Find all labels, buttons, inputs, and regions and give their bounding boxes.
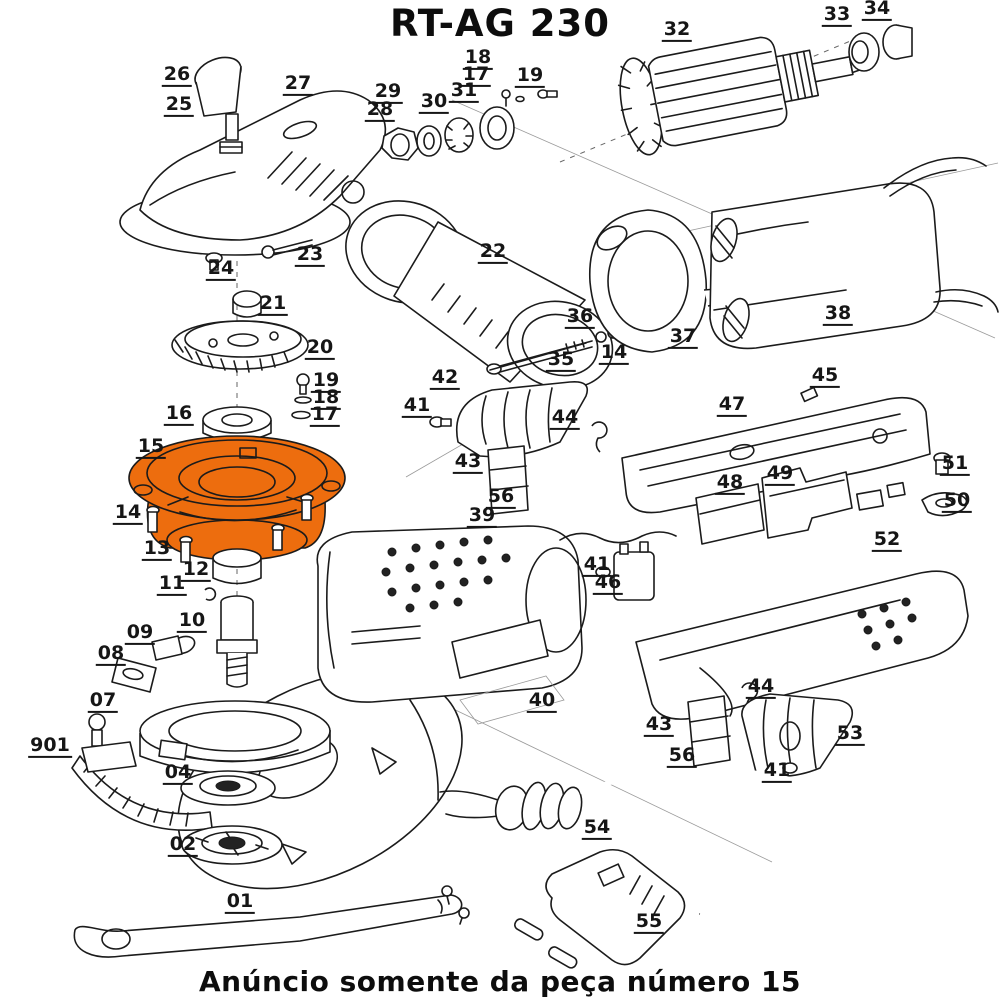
pinion-set bbox=[381, 89, 558, 161]
motor-housing-39 bbox=[316, 525, 587, 703]
long-bolt-35 bbox=[489, 342, 587, 371]
rear-housing-lower-52 bbox=[635, 570, 969, 720]
spacer-21 bbox=[232, 290, 262, 318]
spanner-wrench bbox=[73, 885, 470, 958]
latch-parts bbox=[111, 635, 196, 693]
lock-knob bbox=[194, 56, 243, 154]
sleeve-34 bbox=[882, 24, 913, 60]
head-screws bbox=[205, 239, 313, 271]
label-plate-40 bbox=[459, 675, 565, 725]
gear-teeth bbox=[174, 339, 289, 373]
side-handle bbox=[345, 200, 619, 390]
page-caption: Anúncio somente da peça número 15 bbox=[198, 965, 802, 998]
power-cord bbox=[439, 768, 866, 969]
rear-housing-upper-47 bbox=[621, 386, 931, 514]
crown-gear bbox=[171, 320, 309, 373]
brush-cover-42 bbox=[429, 380, 608, 515]
stator-38 bbox=[709, 156, 999, 350]
vent-holes bbox=[381, 535, 511, 613]
gear-head-housing bbox=[119, 90, 387, 256]
rotor-bearing-33 bbox=[848, 32, 880, 72]
disc-flanges bbox=[180, 770, 283, 865]
small-fasteners-mid bbox=[291, 373, 312, 420]
spindle-group bbox=[204, 548, 262, 688]
capacitor-46 bbox=[559, 531, 677, 601]
page-title: RT-AG 230 bbox=[389, 2, 611, 45]
clamp-band-901 bbox=[71, 713, 213, 832]
switch-assembly bbox=[695, 452, 968, 545]
flange-screws bbox=[146, 493, 314, 563]
